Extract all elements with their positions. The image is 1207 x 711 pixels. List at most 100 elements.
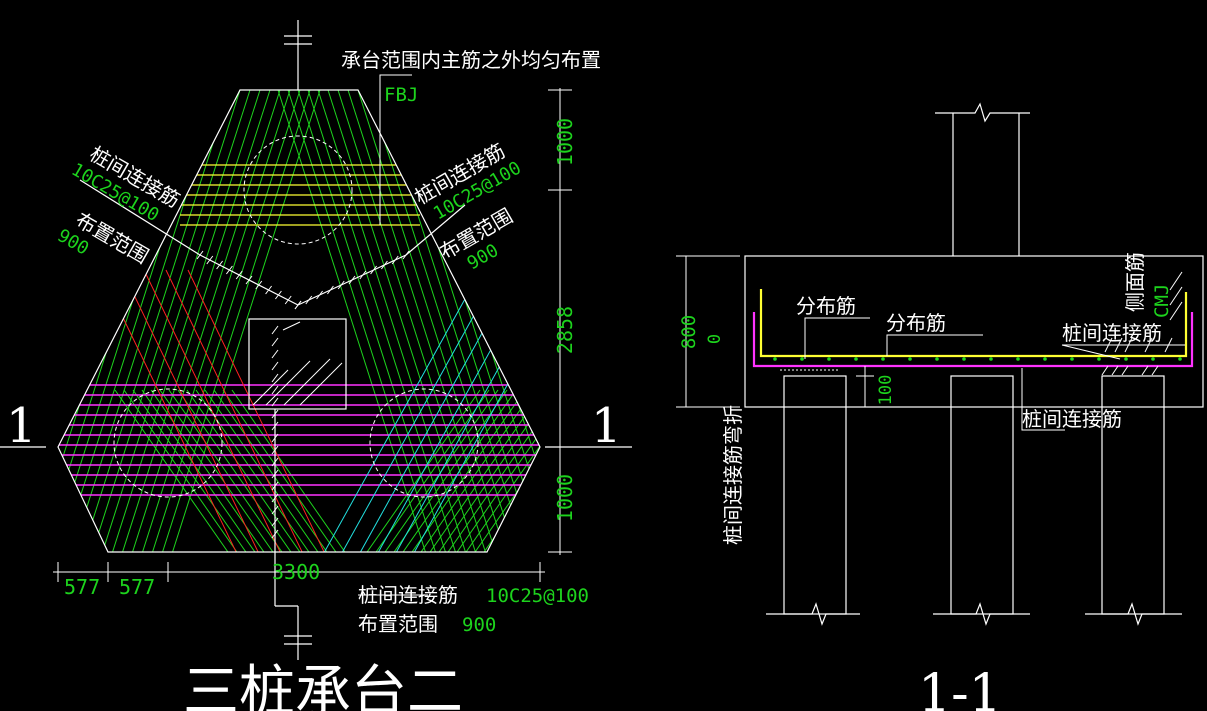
green-bar (357, 90, 509, 552)
bottom-link-label: 桩间连接筋 (358, 583, 458, 607)
dim-left-2: 577 (119, 575, 155, 599)
green-bar (427, 389, 540, 552)
tick (370, 265, 378, 275)
green-bar (418, 389, 535, 552)
plan-title: 三桩承台二 (183, 660, 463, 711)
label-dist-1: 分布筋 (796, 294, 856, 318)
label-link-bend: 桩间连接筋弯折 (721, 405, 745, 545)
tick (271, 337, 279, 347)
green-bar (109, 90, 261, 552)
column-hatch (252, 321, 343, 406)
label-cmj: CMJ (1151, 284, 1173, 318)
pile-bottom-left (113, 388, 223, 498)
dim-width: 3300 (272, 560, 320, 584)
tick (402, 250, 410, 260)
tick (235, 270, 243, 280)
green-bar (445, 389, 540, 552)
section-dim-100: 100 (876, 375, 896, 406)
tick (196, 250, 204, 260)
dist-bar-dot (962, 357, 966, 361)
section-dim-height: 800 (678, 315, 700, 349)
green-bar (119, 90, 271, 552)
green-bar (159, 389, 276, 552)
pile-cap-outline (57, 89, 541, 553)
tick (271, 385, 279, 395)
green-bar (231, 389, 348, 552)
green-bar (277, 90, 429, 552)
green-bar (347, 90, 499, 552)
tick (305, 295, 313, 305)
dist-bar-dot (800, 357, 804, 361)
tick (271, 325, 279, 335)
dist-bar-dot (1043, 357, 1047, 361)
green-bar (114, 389, 231, 552)
green-bar (287, 90, 439, 552)
green-bar (89, 90, 241, 552)
red-bar (121, 269, 263, 552)
green-bar (367, 90, 519, 552)
green-bar (177, 389, 294, 552)
green-bar (373, 389, 490, 552)
fbj-label: FBJ (384, 84, 418, 106)
tick (265, 285, 273, 295)
red-bar (187, 269, 329, 552)
green-bar (79, 90, 231, 552)
cap-section-outline (744, 255, 1204, 408)
dist-bar-dot (854, 357, 858, 361)
red-bar (165, 269, 307, 552)
tick (294, 300, 302, 310)
green-bar (169, 90, 321, 552)
green-bar (222, 389, 339, 552)
section-1-1-view: 800 0 100 分布筋 分布筋 桩间连接筋 桩间连接筋 侧面筋 CMJ 桩间… (676, 102, 1204, 711)
bottom-range-value: 900 (462, 614, 496, 636)
dist-bar-dot (1151, 357, 1155, 361)
tick (225, 265, 233, 275)
green-bar (99, 90, 251, 552)
tick (216, 260, 224, 270)
section-dimensions (676, 255, 874, 408)
dist-bar-dot (881, 357, 885, 361)
green-bar (168, 389, 285, 552)
section-mark-right: 1 (591, 398, 622, 454)
tick (391, 255, 399, 265)
tick (271, 397, 279, 407)
green-bar (307, 90, 459, 552)
column-outline (248, 318, 347, 410)
green-bar (337, 90, 489, 552)
green-bar (391, 389, 508, 552)
tick (326, 285, 334, 295)
green-bar (463, 389, 540, 552)
tick (316, 290, 324, 300)
green-bar (58, 90, 161, 552)
green-bar (204, 389, 321, 552)
pile-bottom-right (369, 388, 479, 498)
dist-bar-dot (1016, 357, 1020, 361)
dist-bar-dot (1097, 357, 1101, 361)
label-dist-2: 分布筋 (886, 311, 946, 335)
dist-bar-dot (1124, 357, 1128, 361)
green-bar (123, 389, 240, 552)
cyan-bar (355, 289, 507, 552)
link-bar-ticks (196, 250, 410, 539)
label-link-top: 桩间连接筋 (1062, 321, 1162, 345)
bottom-main-bar-yellow (759, 289, 1188, 358)
green-bar (186, 389, 303, 552)
tick (380, 260, 388, 270)
tick (337, 280, 345, 290)
green-bar (317, 90, 469, 552)
dist-bar-dot (1178, 357, 1182, 361)
dist-bar-dot (827, 357, 831, 361)
pile-cap-plan-view: 1 1 1000 2858 1000 577 577 3300 承台范围 (0, 20, 632, 711)
dim-bottom: 1000 (553, 474, 577, 522)
top-note: 承台范围内主筋之外均匀布置 (341, 48, 601, 72)
tick (284, 295, 292, 305)
green-bar (213, 389, 330, 552)
green-bar (149, 90, 301, 552)
column (935, 102, 1030, 256)
note-leaders (358, 74, 428, 596)
dim-left-1: 577 (64, 575, 100, 599)
green-bar (141, 389, 258, 552)
tick (245, 275, 253, 285)
dist-bar-dot (1070, 357, 1074, 361)
